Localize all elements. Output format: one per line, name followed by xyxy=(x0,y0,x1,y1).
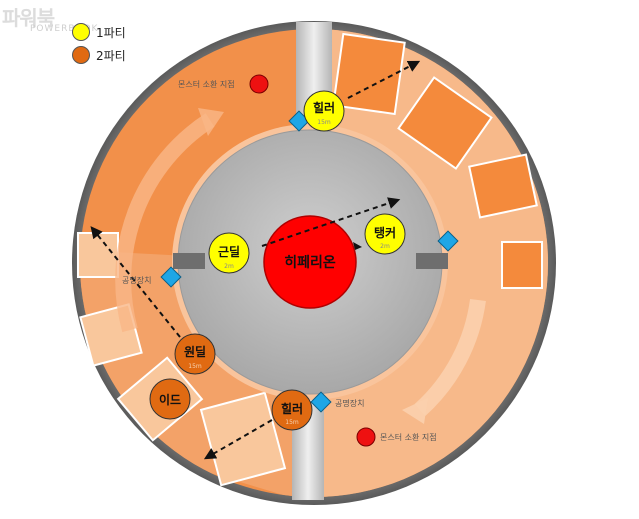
party1-melee-name: 근딜 xyxy=(218,245,240,259)
pillar-block xyxy=(332,32,406,116)
party2-healer: 힐러 15m xyxy=(271,389,313,431)
resonator-bottom-label: 공명장치 xyxy=(335,398,364,408)
resonator-left-label: 공명장치 xyxy=(122,275,151,285)
legend-party1-swatch xyxy=(72,23,90,41)
legend-party2-swatch xyxy=(72,46,90,64)
movement-arrows xyxy=(90,60,421,460)
resonator-right xyxy=(437,230,459,252)
party1-healer-marker xyxy=(303,90,345,132)
party1-melee-range: 2m xyxy=(224,263,234,270)
party2-id-marker xyxy=(149,378,191,420)
spawn-point-bottom xyxy=(356,427,376,447)
resonator-bottom xyxy=(310,391,332,413)
party2-healer-name: 힐러 xyxy=(281,401,303,416)
platform-left xyxy=(173,253,205,269)
arrow-melee xyxy=(261,197,401,247)
watermark-sub: POWERBOOK xyxy=(30,24,99,34)
party2-id: 이드 xyxy=(149,378,191,420)
party2-ranged: 원딜 15m xyxy=(174,333,216,375)
spawn-bottom-label: 몬스터 소환 지점 xyxy=(380,432,437,442)
legend-party2: 2파티 xyxy=(72,45,126,65)
party2-ranged-marker xyxy=(174,333,216,375)
party1-melee-marker xyxy=(208,232,250,274)
party2-healer-marker xyxy=(271,389,313,431)
pillar-block xyxy=(199,391,287,487)
party1-tank-range: 2m xyxy=(380,243,390,250)
rotation-arrowhead-left xyxy=(198,108,224,136)
rotation-arrowhead-right xyxy=(402,398,428,424)
arrow-healer-bottom xyxy=(203,419,273,460)
watermark: 파워북 xyxy=(2,6,55,30)
resonator-left xyxy=(160,266,182,288)
pillar-block xyxy=(77,232,119,278)
party1-healer-range: 15m xyxy=(317,119,331,126)
party1-healer: 힐러 15m xyxy=(303,90,345,132)
pillar-block xyxy=(501,241,543,289)
resonators xyxy=(160,110,459,413)
boss-marker xyxy=(263,215,357,309)
legend-party2-label: 2파티 xyxy=(96,48,126,63)
pillar-block xyxy=(397,76,493,170)
party1-tank-marker xyxy=(364,213,406,255)
resonator-top xyxy=(288,110,310,132)
platform-right xyxy=(416,253,448,269)
party2-ranged-range: 15m xyxy=(188,363,202,370)
party1-melee: 근딜 2m xyxy=(208,232,250,274)
party2-healer-range: 15m xyxy=(285,419,299,426)
spawn-top-label: 몬스터 소환 지점 xyxy=(178,79,235,89)
party2-ranged-name: 원딜 xyxy=(184,345,206,359)
party1-tank-name: 탱커 xyxy=(374,225,396,240)
party1-healer-name: 힐러 xyxy=(313,100,335,115)
party2-id-name: 이드 xyxy=(159,392,181,407)
pillar-block xyxy=(468,153,538,219)
boss-name: 히페리온 xyxy=(284,254,336,271)
boss-facing-arrow xyxy=(353,242,362,250)
rotation-arrow-left xyxy=(115,113,215,333)
legend-party1-label: 1파티 xyxy=(96,25,126,40)
party1-tank: 탱커 2m xyxy=(364,213,406,255)
spawn-point-top xyxy=(249,74,269,94)
arrow-healer-top xyxy=(347,60,421,99)
legend-party1: 1파티 xyxy=(72,22,126,42)
rotation-arrow-right xyxy=(414,298,486,416)
